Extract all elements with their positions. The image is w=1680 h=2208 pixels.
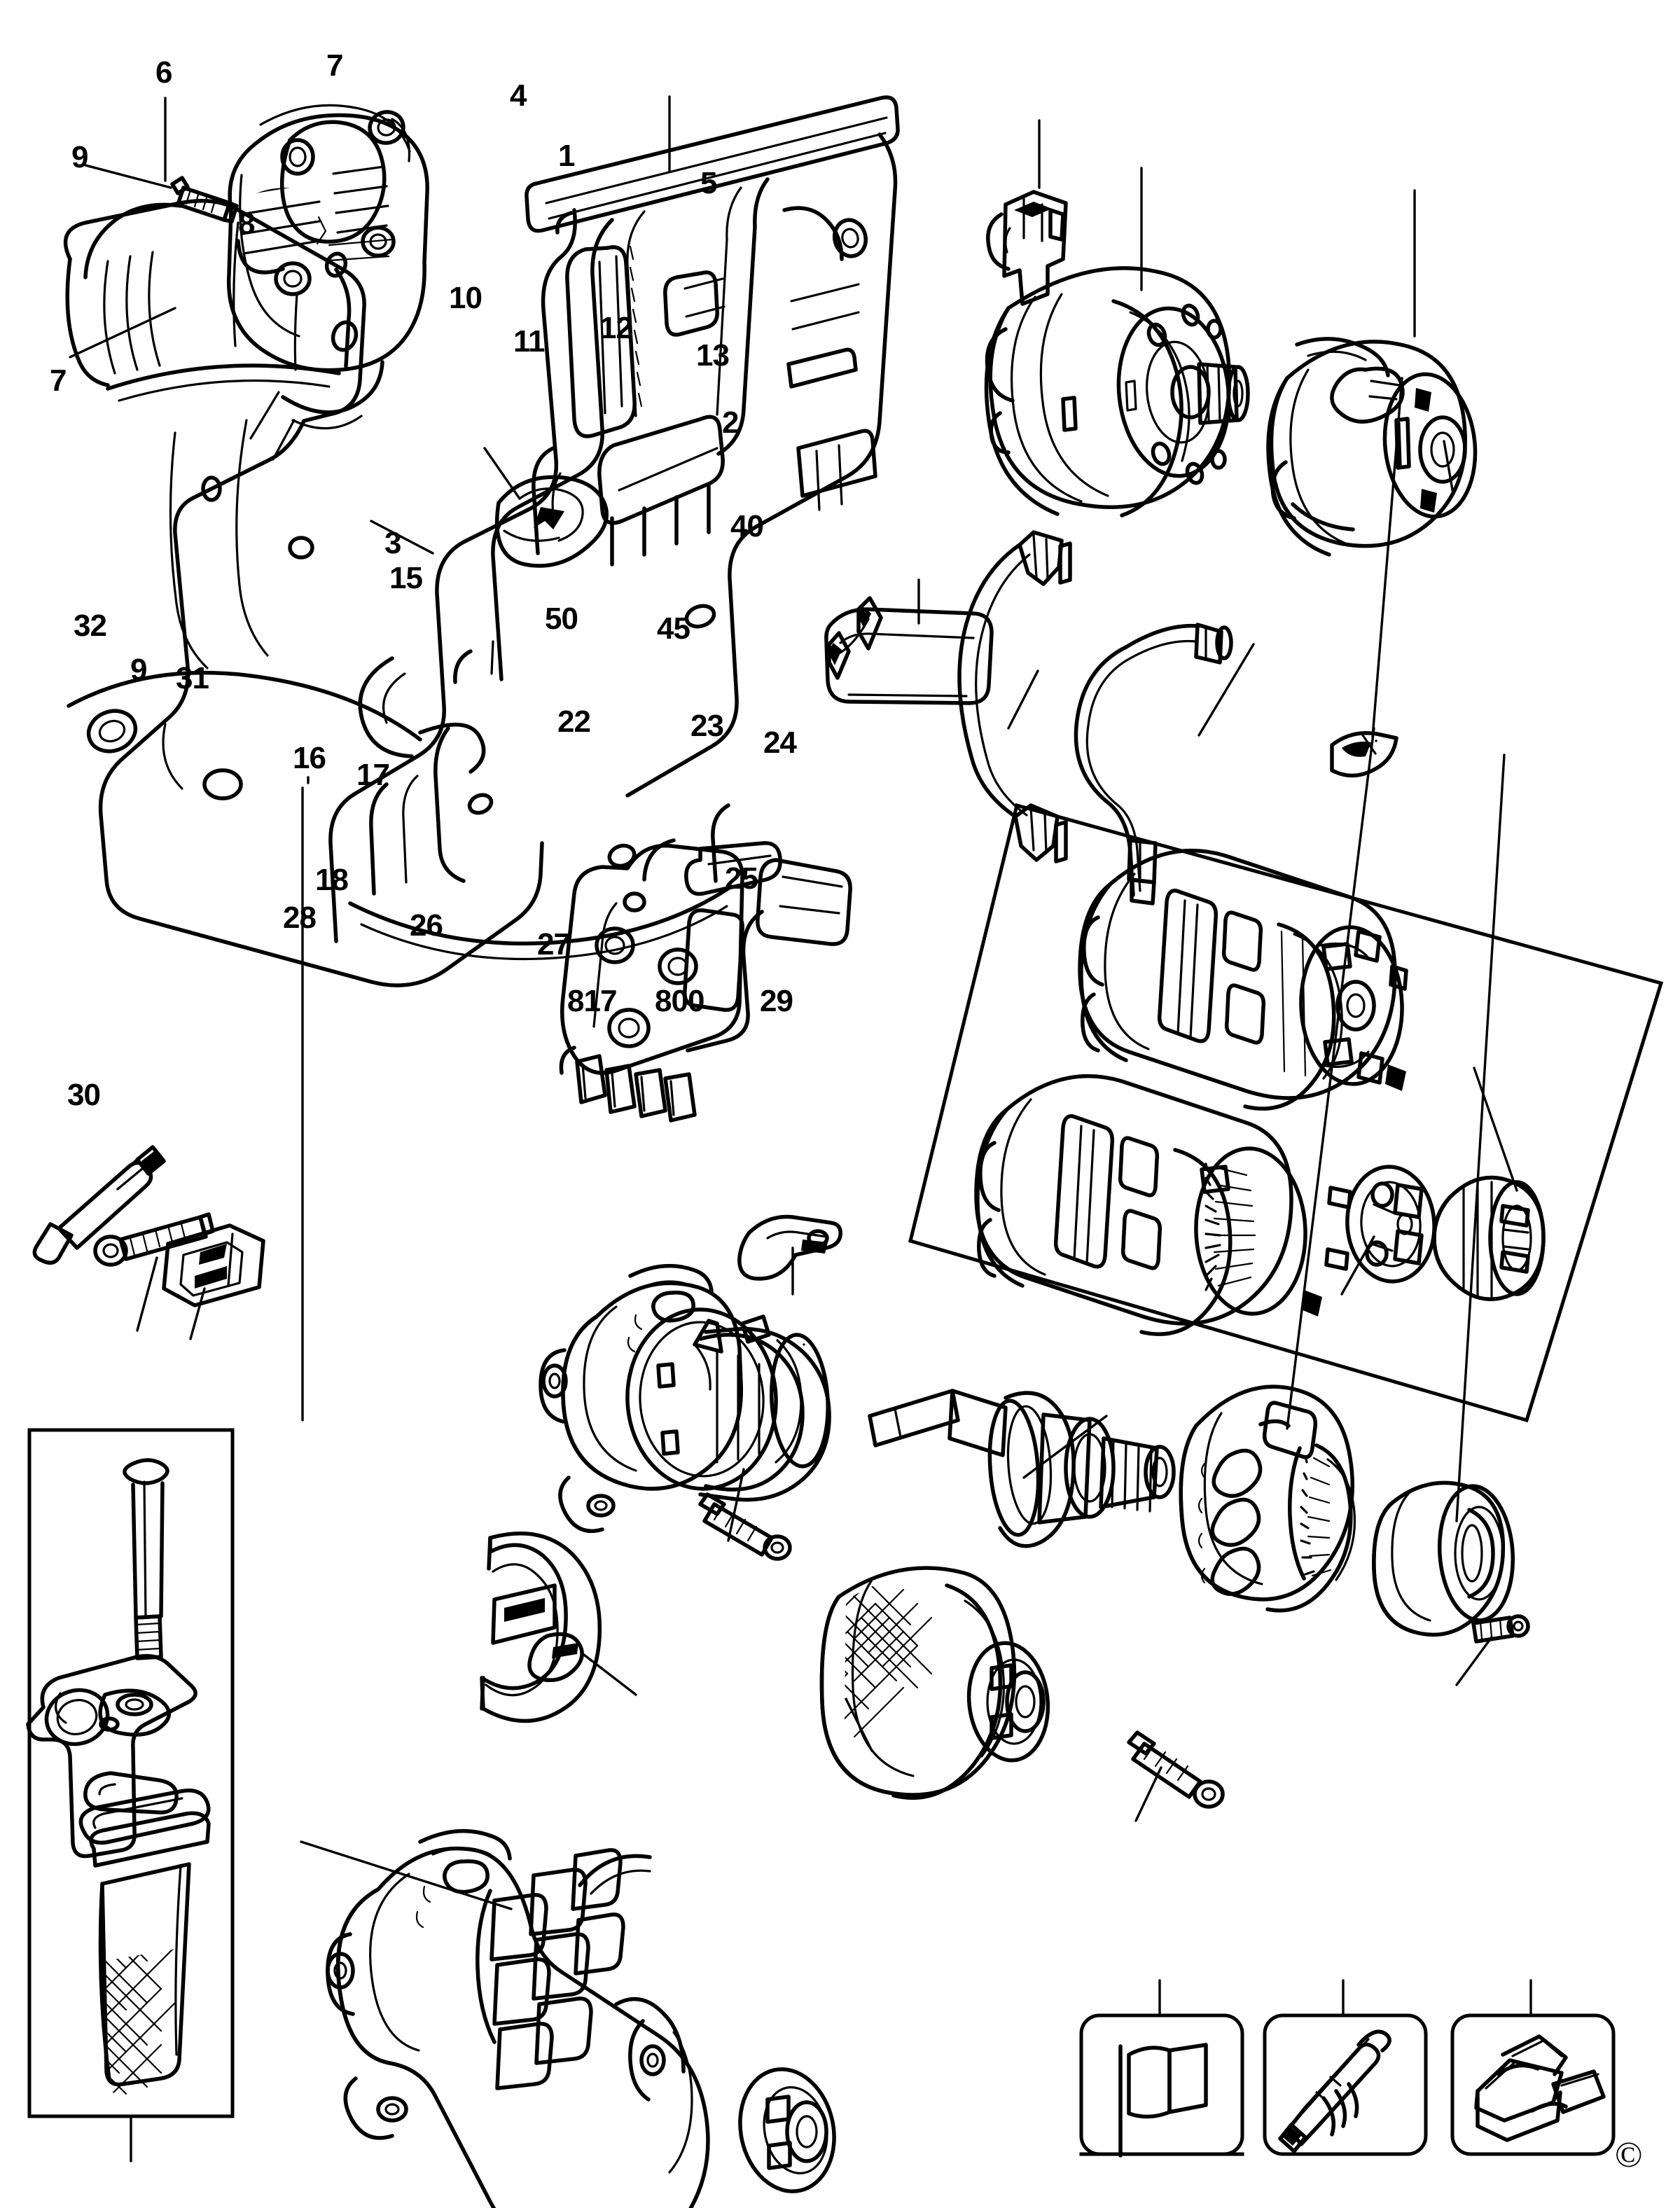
- part-7-housing-right: [328, 95, 900, 961]
- part-2-gearbox-upper: [1078, 848, 1408, 1111]
- part-2-gearbox-group-box: [908, 803, 1664, 1423]
- callout-32: 32: [74, 609, 107, 643]
- part-26-keyless-chuck: [819, 1566, 1050, 1800]
- callout-3: 3: [384, 526, 402, 560]
- callout-26: 26: [410, 908, 443, 943]
- callout-817: 817: [567, 984, 617, 1018]
- callout-50: 50: [545, 602, 578, 636]
- part-9-screw-lower: [93, 1212, 215, 1267]
- part-1-motor: [984, 266, 1250, 518]
- callout-800: 800: [655, 984, 704, 1018]
- callout-4: 4: [510, 78, 527, 113]
- callout-22: 22: [557, 704, 591, 739]
- part-22-output-spindle: [868, 1389, 1176, 1548]
- part-31-bit-holder-clip: [162, 1223, 265, 1307]
- part-23-clutch-collar: [1179, 1384, 1356, 1613]
- part-8-forward-reverse-slider: [494, 475, 609, 568]
- callout-6: 6: [155, 55, 173, 90]
- callout-27: 27: [537, 927, 571, 961]
- part-28-gearbox-chuck-assembly: [326, 1828, 836, 2208]
- part-6-gear-case-cover: [226, 104, 429, 373]
- copyright-symbol: ©: [1615, 2135, 1643, 2175]
- callout-7-left: 7: [50, 363, 67, 398]
- boxed-accessory-817: [1079, 2013, 1244, 2158]
- part-11-wire-lead-long: [957, 530, 1072, 863]
- part-30-boxed-assembly: [26, 1428, 235, 2118]
- part-24-clutch-ring: [1372, 1480, 1515, 1637]
- part-16-gear-case: [539, 1263, 831, 1534]
- callout-15: 15: [389, 561, 423, 595]
- part-15-shift-lever: [737, 1214, 842, 1281]
- callout-1: 1: [558, 139, 576, 173]
- callout-17: 17: [356, 758, 390, 792]
- callout-28: 28: [283, 901, 317, 935]
- part-13-clip: [1330, 730, 1398, 778]
- boxed-accessory-800: [1263, 2013, 1428, 2156]
- part-10-contact-shroud: [824, 596, 994, 705]
- part-25-screw: [1471, 1614, 1530, 1644]
- part-4-brush-terminal: [986, 190, 1068, 306]
- callout-2: 2: [722, 405, 740, 440]
- part-32-belt-hook: [32, 1145, 166, 1265]
- callout-8: 8: [238, 207, 256, 241]
- part-27-chuck-screw: [1127, 1730, 1225, 1809]
- callout-10: 10: [449, 281, 483, 315]
- callout-9-upper: 9: [71, 140, 89, 174]
- callout-12: 12: [599, 311, 633, 345]
- callout-25: 25: [725, 861, 758, 896]
- callout-24: 24: [763, 725, 797, 760]
- part-18-clutch-band: [480, 1532, 602, 1723]
- callout-45: 45: [657, 611, 690, 646]
- part-9-screw-upper: [170, 176, 239, 223]
- callout-29: 29: [760, 984, 793, 1018]
- callout-9-lower: 9: [130, 653, 148, 687]
- callout-31: 31: [176, 661, 209, 695]
- callout-16: 16: [293, 741, 326, 775]
- part-7-housing-left: [63, 199, 544, 987]
- callout-11: 11: [513, 324, 546, 359]
- part-50-gearbox-lower: [974, 1074, 1322, 1336]
- part-40-lock-collar: [1432, 1175, 1546, 1302]
- callout-18: 18: [315, 863, 349, 897]
- part-45-planet-carrier: [1324, 1165, 1436, 1284]
- callout-5: 5: [700, 166, 718, 200]
- part-17-screw: [698, 1492, 792, 1561]
- part-3-switch-assembly: [559, 838, 852, 1123]
- part-12-wire-lead-short: [1074, 623, 1233, 905]
- callout-13: 13: [696, 338, 730, 373]
- part-5-motor-end-cap: [1266, 337, 1478, 557]
- callout-23: 23: [690, 709, 724, 743]
- callout-40: 40: [730, 509, 764, 543]
- callout-7-right: 7: [326, 48, 344, 83]
- boxed-accessory-29: [1450, 2013, 1616, 2156]
- callout-30: 30: [67, 1078, 101, 1112]
